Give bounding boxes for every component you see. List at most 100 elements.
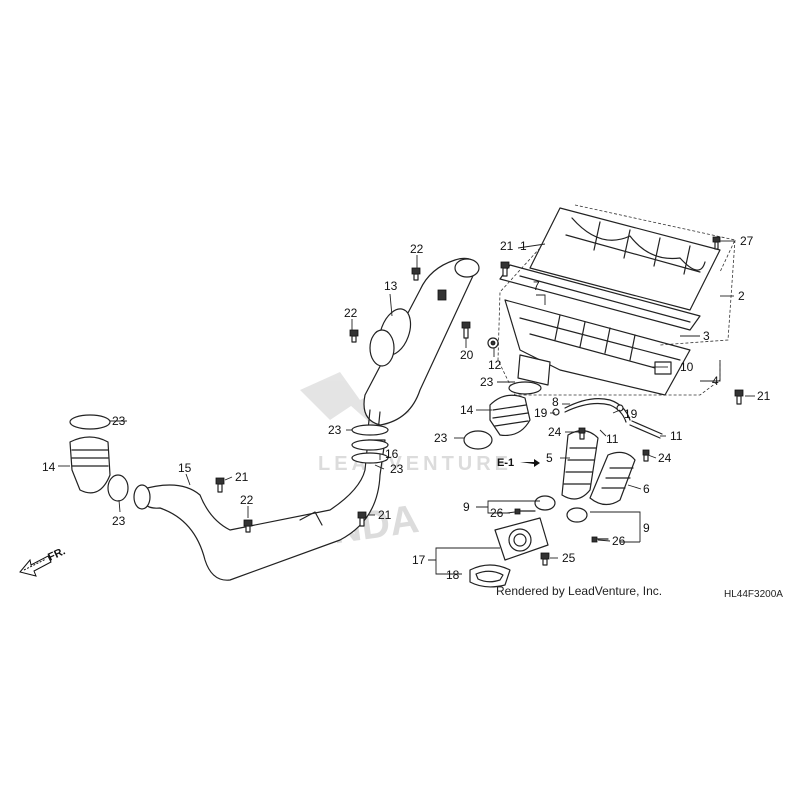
group-box-upper (574, 204, 736, 346)
callout-23c: 23 (328, 423, 342, 437)
callout-9a: 9 (463, 500, 470, 514)
air-cleaner-assembly (497, 204, 736, 396)
callout-26a: 26 (490, 506, 504, 520)
callout-19a: 19 (534, 406, 548, 420)
callout-21a: 21 (500, 239, 514, 253)
callout-20: 20 (460, 348, 474, 362)
lower-ducts (534, 398, 663, 523)
clip-19-left[interactable] (552, 408, 560, 416)
boot-14-center (463, 381, 542, 450)
callout-21b: 21 (757, 389, 771, 403)
tube-band-16[interactable] (351, 424, 389, 436)
callout-14b: 14 (460, 403, 474, 417)
callout-11b: 11 (670, 429, 683, 443)
callout-22b: 22 (344, 306, 358, 320)
hose-8[interactable] (564, 398, 631, 421)
callout-27: 27 (740, 234, 754, 248)
callout-2: 2 (738, 289, 745, 303)
left-boot-14 (69, 414, 129, 502)
bolt-20[interactable] (461, 321, 471, 339)
clamp-9-right[interactable] (566, 507, 588, 523)
front-arrow-icon (19, 555, 52, 577)
joint-17 (469, 517, 549, 588)
intake-duct-13 (363, 257, 480, 433)
callout-25: 25 (562, 551, 576, 565)
callout-21c: 21 (235, 470, 249, 484)
screw-24-left[interactable] (578, 427, 586, 440)
clip-duct-mount[interactable] (437, 289, 447, 301)
screw-26-left[interactable] (514, 508, 536, 515)
clamp-23-left[interactable] (107, 474, 129, 502)
callout-9b: 9 (643, 521, 650, 535)
callout-3: 3 (703, 329, 710, 343)
callout-7: 7 (533, 279, 540, 293)
air-cleaner-case[interactable] (504, 299, 691, 396)
bolt-21-top[interactable] (500, 261, 510, 277)
callout-23a: 23 (112, 414, 126, 428)
callout-26b: 26 (612, 534, 626, 548)
callout-24a: 24 (548, 425, 562, 439)
screw-26-right[interactable] (591, 536, 609, 543)
callout-24b: 24 (658, 451, 672, 465)
credit-text: Rendered by LeadVenture, Inc. (496, 584, 662, 598)
bolt-22-low[interactable] (243, 519, 253, 533)
callout-23e: 23 (434, 431, 448, 445)
bolt-22-mid[interactable] (349, 329, 359, 343)
screw-24-right[interactable] (642, 449, 650, 462)
duct-flange-lower (369, 329, 395, 367)
callout-21d: 21 (378, 508, 392, 522)
drawing-code: HL44F3200A (724, 589, 783, 600)
callout-5: 5 (546, 451, 553, 465)
part-10-block[interactable] (654, 361, 672, 375)
snorkel-duct-opening (454, 258, 480, 278)
clamp-23-center[interactable] (463, 430, 493, 450)
clamp-9-left[interactable] (534, 495, 556, 511)
boot-14-left[interactable] (69, 436, 111, 494)
bolt-21-right[interactable] (734, 389, 744, 405)
hardware (215, 236, 744, 566)
callout-17: 17 (412, 553, 426, 567)
callout-15: 15 (178, 461, 192, 475)
bolt-25[interactable] (540, 552, 550, 566)
front-label: FR. (46, 545, 67, 563)
intake-tube-15 (133, 424, 389, 581)
tube-inlet-opening (133, 484, 151, 510)
callout-16: 16 (385, 447, 399, 461)
clamp-23-case[interactable] (508, 381, 542, 395)
callout-1: 1 (520, 239, 527, 253)
leader-lines (58, 240, 755, 575)
callout-6: 6 (643, 482, 650, 496)
bolt-21-left[interactable] (215, 477, 225, 493)
callout-4: 4 (712, 374, 719, 388)
callout-12: 12 (488, 358, 502, 372)
bolt-22-top[interactable] (411, 267, 421, 281)
bolt-21-center[interactable] (357, 511, 367, 527)
main-intake-tube[interactable] (139, 439, 386, 581)
clip-19-right[interactable] (616, 404, 624, 412)
callout-22a: 22 (410, 242, 424, 256)
front-direction: FR. (19, 545, 67, 577)
rod-11[interactable] (629, 424, 661, 439)
callout-23b: 23 (112, 514, 126, 528)
callout-8: 8 (552, 395, 559, 409)
gasket-18[interactable] (469, 564, 511, 588)
callout-22c: 22 (240, 493, 254, 507)
duct-5[interactable] (561, 430, 599, 500)
ref-e1: E-1 (497, 457, 540, 469)
callout-18: 18 (446, 568, 460, 582)
watermark-vendor: LEADVENTURE (318, 453, 512, 475)
ref-arrow-icon (520, 459, 540, 467)
bolt-27[interactable] (712, 236, 721, 250)
callout-23d: 23 (390, 462, 404, 476)
callout-14a: 14 (42, 460, 56, 474)
callout-19b: 19 (624, 407, 638, 421)
callouts: 1 2 3 4 5 6 7 8 9 9 10 11 11 12 13 14 14… (42, 234, 771, 582)
callout-11a: 11 (606, 432, 619, 446)
case-outlet-neck (517, 354, 551, 386)
clamp-23-top-left[interactable] (69, 414, 111, 430)
callout-10: 10 (680, 360, 694, 374)
callout-23f: 23 (480, 375, 494, 389)
ref-label-e1: E-1 (497, 457, 514, 469)
